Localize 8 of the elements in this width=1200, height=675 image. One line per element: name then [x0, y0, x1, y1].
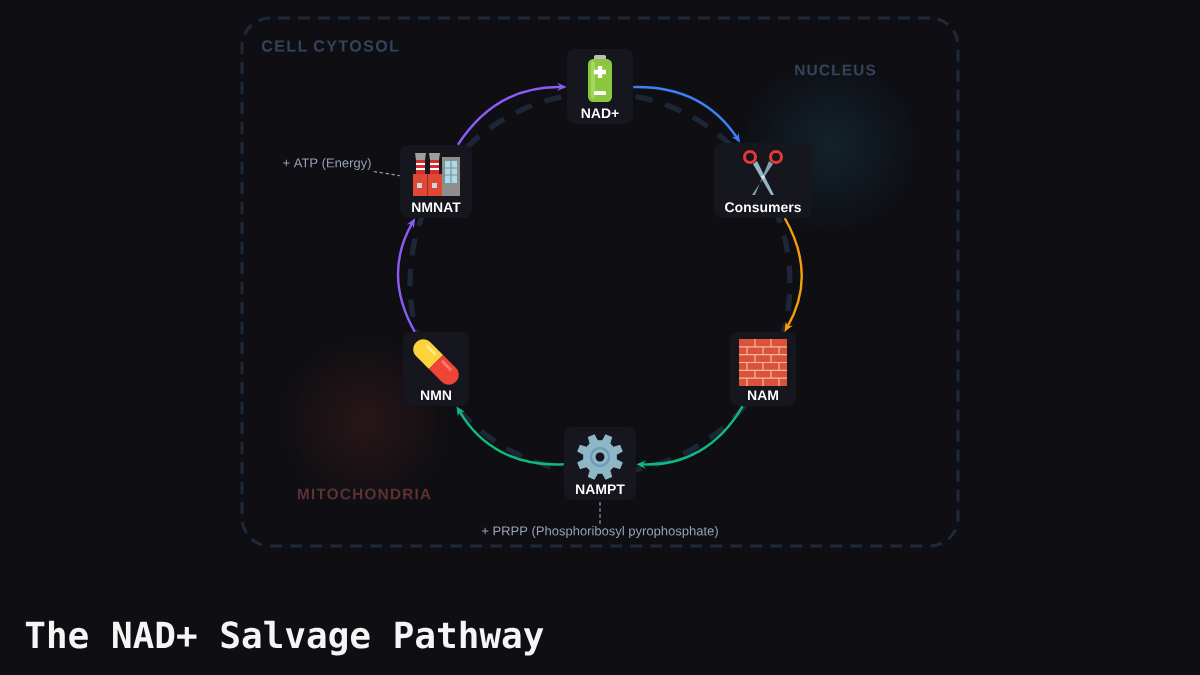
node-box: Consumers: [714, 143, 812, 218]
leader-line: [599, 499, 601, 525]
region-label: NUCLEUS: [795, 64, 876, 76]
region-label: MITOCHONDRIA: [297, 488, 431, 500]
leader-line: [373, 170, 401, 177]
note-text: + PRPP (Phosphoribosyl pyrophosphate): [481, 525, 718, 539]
note-text: + ATP (Energy): [283, 157, 371, 171]
title: The NAD+ Salvage Pathway: [25, 620, 544, 656]
